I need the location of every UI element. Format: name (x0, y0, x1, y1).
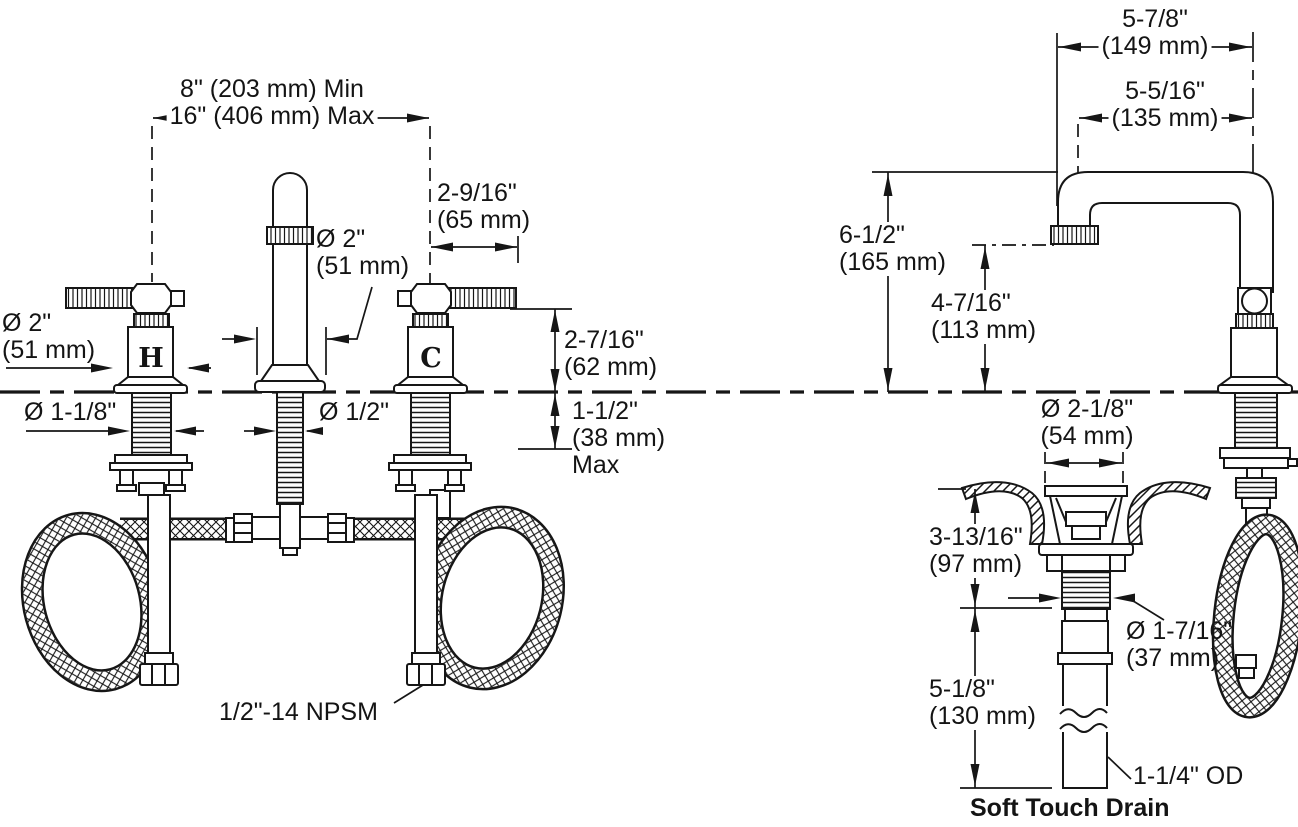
dim-height-overall: 6-1/2"(165 mm) (836, 222, 949, 276)
dim-spout-shank-diameter: Ø 1/2" (319, 398, 390, 426)
cold-handle-letter: C (420, 343, 442, 374)
sink-section-left (960, 481, 1046, 545)
cold-valve (388, 283, 517, 686)
dim-reach-to-aerator: 5-5/16"(135 mm) (1108, 78, 1222, 132)
side-view-spout (1050, 171, 1298, 525)
dim-faucet-spread: 8" (203 mm) Min 16" (406 mm) Max (166, 76, 378, 130)
dim-valve-shank-diameter: Ø 1-1/8" (24, 398, 117, 426)
drain-assembly (960, 481, 1212, 789)
label-soft-touch-drain: Soft Touch Drain (970, 794, 1170, 822)
dim-thread-diameter: Ø 1-7/16"(37 mm) (1126, 617, 1233, 672)
dim-flange-diameter: Ø 2-1/8"(54 mm) (1040, 395, 1134, 450)
side-view-hose (1211, 513, 1298, 719)
spout-front (225, 172, 355, 556)
sink-section-right (1126, 481, 1212, 545)
dim-handle-height: 2-7/16"(62 mm) (564, 326, 658, 381)
hot-valve (65, 283, 193, 686)
hot-handle-letter: H (138, 343, 164, 374)
dim-drain-upper-length: 3-13/16"(97 mm) (926, 524, 1026, 578)
dimension-arrows (91, 42, 1251, 786)
dim-handle-diameter: Ø 2"(51 mm) (2, 309, 96, 364)
label-tailpiece-od: 1-1/4" OD (1133, 762, 1244, 790)
dim-height-to-aerator: 4-7/16"(113 mm) (928, 290, 1040, 344)
label-supply-thread: 1/2"-14 NPSM (219, 698, 378, 726)
dim-deck-thickness: 1-1/2"(38 mm)Max (572, 397, 666, 479)
dim-reach-overall: 5-7/8"(149 mm) (1098, 6, 1212, 60)
dim-spout-offset: 2-9/16"(65 mm) (437, 179, 531, 234)
dim-spout-diameter: Ø 2"(51 mm) (316, 225, 410, 280)
dim-tailpiece-length: 5-1/8"(130 mm) (926, 676, 1039, 730)
